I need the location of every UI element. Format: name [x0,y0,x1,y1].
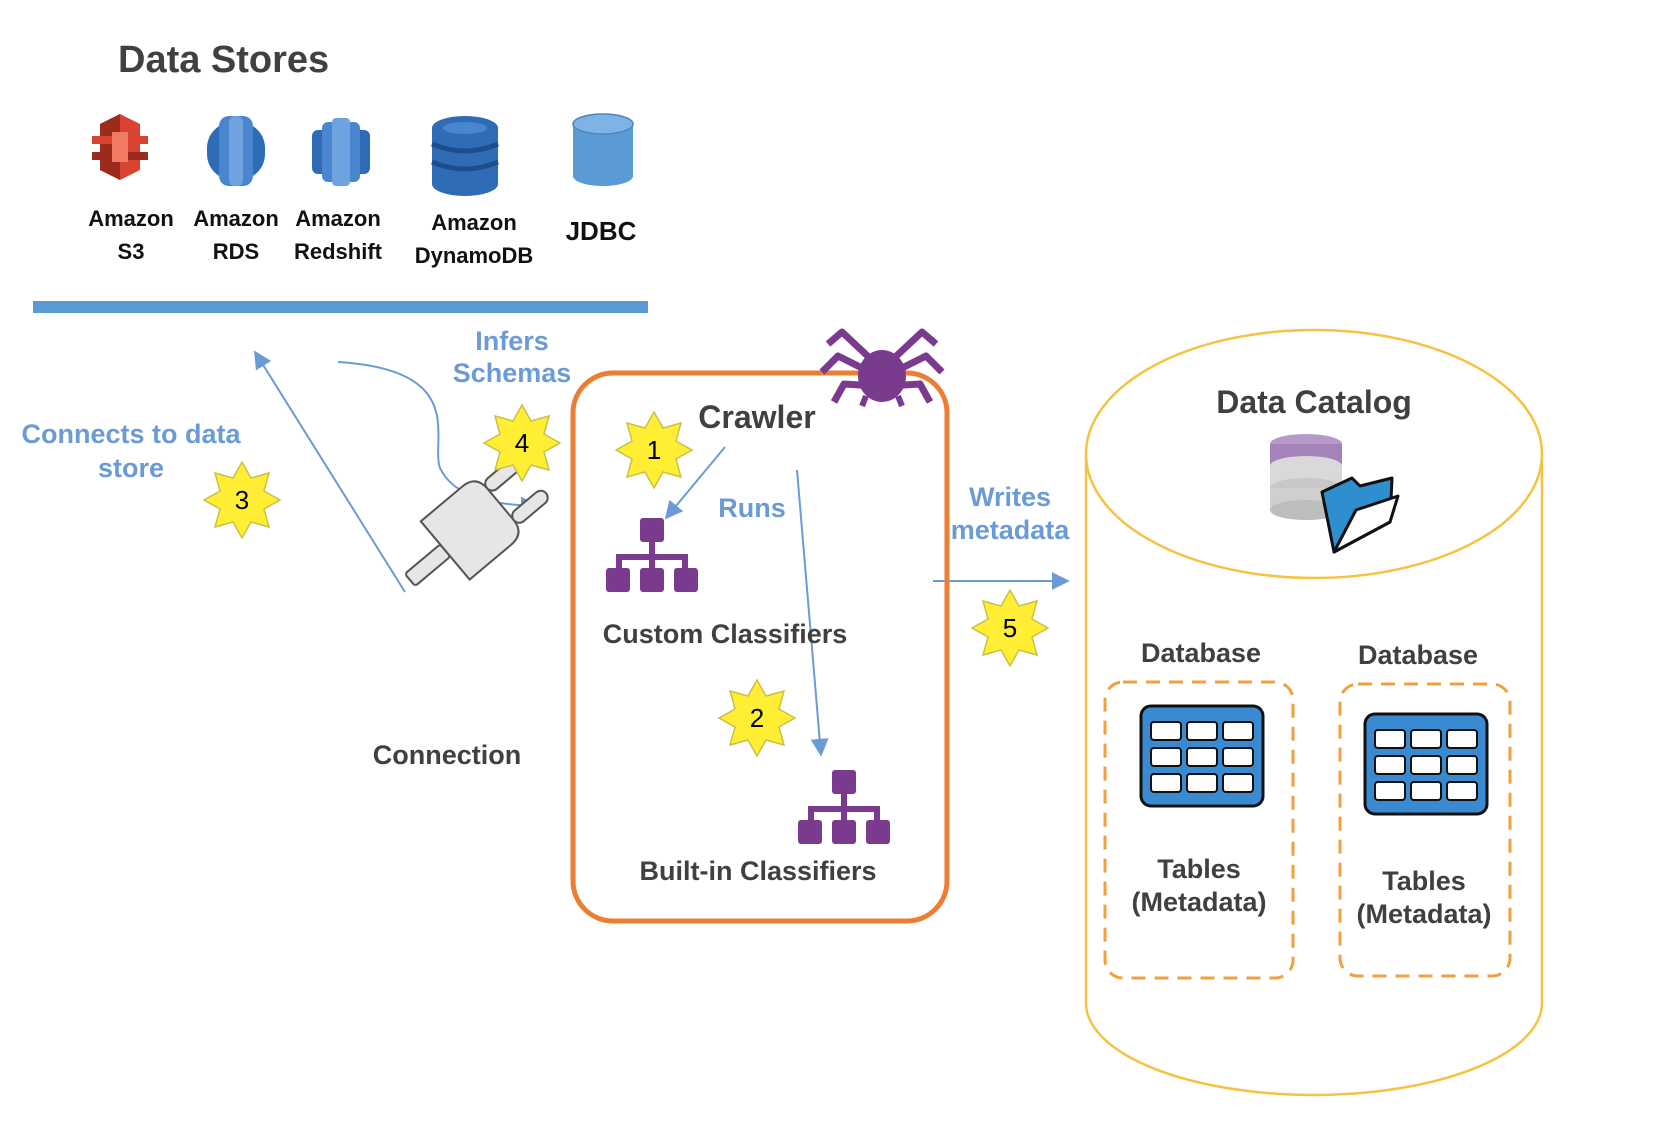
spider-icon [819,328,945,408]
database-1-label: Database [1141,638,1261,668]
step-badge-5: 5 [971,589,1049,667]
amazon-s3-icon [92,114,148,180]
store-label-dynamodb-line1: Amazon [431,210,517,235]
step-badge-1: 1 [615,411,693,489]
data-stores-bar [33,301,648,313]
connection-label: Connection [373,740,522,770]
store-label-redshift-line2: Redshift [294,239,383,264]
database-1-tables-line2: (Metadata) [1131,887,1266,917]
database-folder-icon [1270,434,1400,554]
step-badge-4-number: 4 [515,428,529,458]
jdbc-cylinder-icon [572,113,634,186]
data-catalog-cylinder [1084,328,1544,1097]
store-label-rds-line2: RDS [213,239,259,264]
database-2-label: Database [1358,640,1478,670]
connects-label-line2: store [98,453,164,483]
crawler-to-custom-arrow [664,446,726,520]
database-2-tables-line1: Tables [1382,866,1466,896]
step-badge-2-number: 2 [750,703,764,733]
step-badge-3: 3 [203,461,281,539]
custom-classifiers-label: Custom Classifiers [603,619,848,649]
infers-label-line1: Infers [475,326,549,356]
infers-label-line2: Schemas [453,358,572,388]
crawler-title: Crawler [698,399,815,435]
step-badge-3-number: 3 [235,485,249,515]
builtin-classifier-hierarchy-icon [798,770,890,844]
data-catalog-title: Data Catalog [1216,384,1412,420]
connects-arrow [254,350,406,593]
writes-label-line2: metadata [951,515,1071,545]
crawler-box [570,370,950,924]
store-label-rds-line1: Amazon [193,206,279,231]
data-stores-title: Data Stores [118,39,329,81]
custom-classifier-hierarchy-icon [606,518,698,592]
step-badge-4: 4 [483,404,561,482]
database-1-tables-line1: Tables [1157,854,1241,884]
store-label-redshift-line1: Amazon [295,206,381,231]
step-badge-1-number: 1 [647,435,661,465]
amazon-redshift-icon [312,118,370,186]
amazon-dynamodb-icon [431,116,499,196]
step-badge-5-number: 5 [1003,613,1017,643]
amazon-rds-icon [207,116,265,186]
database-2-box [1338,682,1512,978]
table-grid-icon-2 [1363,712,1489,816]
connects-label-line1: Connects to data [21,419,241,449]
writes-label-line1: Writes [969,482,1051,512]
step-badge-2: 2 [718,679,796,757]
store-label-dynamodb-line2: DynamoDB [415,243,534,268]
database-1-box [1103,680,1295,980]
store-label-jdbc: JDBC [566,216,637,246]
builtin-classifiers-label: Built-in Classifiers [639,856,876,886]
plug-icon [405,457,549,586]
runs-arrow [796,469,829,757]
table-grid-icon-1 [1139,704,1265,808]
store-label-s3-line1: Amazon [88,206,174,231]
store-label-s3-line2: S3 [118,239,145,264]
runs-label: Runs [718,493,786,523]
database-2-tables-line2: (Metadata) [1356,899,1491,929]
